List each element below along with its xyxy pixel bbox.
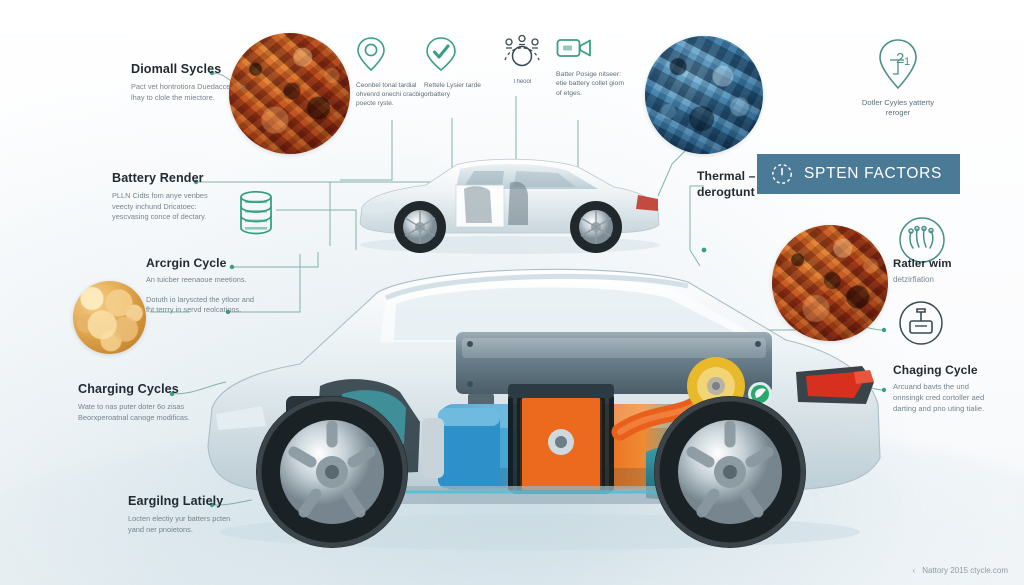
callout-title: Charging Cycles <box>78 382 179 396</box>
callout-body: detzirfiation <box>893 275 934 284</box>
top-icon-caption-2: Theool <box>512 79 532 85</box>
callout-title: Arcrgin Cycle <box>146 256 227 270</box>
callout-arcrgin-cycle: Arcrgin Cycle An tuicber reenaoue meetio… <box>146 256 258 316</box>
database-stack-icon <box>240 190 272 235</box>
svg-text:1: 1 <box>904 56 910 68</box>
callout-body: Arcuand bavts the und onnsingk cred cort… <box>893 382 985 413</box>
clock-icon <box>772 164 792 184</box>
top-icon-text-4: Dotler Cyyles yatterty reroger <box>861 98 935 118</box>
callout-title: Diomall Sycles <box>131 62 222 76</box>
footer-text: Nattory 2015 ctycle.com <box>922 566 1008 575</box>
callout-battery-render: Battery Render PLLN Cidts fom anye venbe… <box>112 171 222 223</box>
video-camera-icon <box>556 39 591 57</box>
callout-charging-cycles: Charging Cycles Wate to nas puter doter … <box>78 382 192 423</box>
battery-hands-icon <box>899 217 945 263</box>
spten-factors-badge[interactable]: SPTEN FACTORS <box>757 154 961 194</box>
top-icon-note-4: 2 1 Dotler Cyyles yatterty reroger <box>852 38 944 119</box>
callout-body: An tuicber reenaoue meetions. <box>146 275 247 284</box>
top-icon-text-1: Rettele Lysier tarde orbattery <box>424 82 481 99</box>
callout-body: Wate to nas puter doter 6o zisas Beorxpe… <box>78 402 190 422</box>
top-icon-text-3: Batter Posige nitseer: etie battery coll… <box>556 71 625 97</box>
crumb-texture <box>73 281 146 354</box>
pin-2-icon: 2 1 <box>879 39 917 90</box>
callout-body: PLLN Cidts fom anye venbes veecty inchun… <box>112 191 208 222</box>
top-icon-note-2: Theool <box>492 34 552 85</box>
callout-title: Thermal – derogtunt <box>697 169 756 200</box>
svg-text:2: 2 <box>896 50 904 67</box>
photo-steel-top <box>645 36 763 154</box>
photo-copper-right <box>772 225 888 341</box>
ev-cutaway <box>207 268 881 550</box>
callout-batter-wim: Ratler wim detzirfiation <box>893 258 989 285</box>
top-icon-text-0: Ceonbel tonal tardial ohvenrd onechi cra… <box>356 82 425 108</box>
callout-body: Locten electiy yur batters pcten yand ne… <box>128 514 231 534</box>
check-shield-icon <box>426 37 456 72</box>
charger-plug-icon <box>899 301 943 345</box>
callout-title: Chaging Cycle <box>893 363 978 377</box>
callout-body: Pact vet hontrotiora Duedacce thax lhay … <box>131 82 247 102</box>
callout-chaging-cycle: Chaging Cycle Arcuand bavts the und onns… <box>893 363 997 414</box>
sedan-white <box>359 158 660 254</box>
callout-diomall-sycles: Diomall Sycles Pact vet hontrotiora Dued… <box>131 62 249 103</box>
top-icon-note-3: Batter Posige nitseer: etie battery coll… <box>556 36 632 98</box>
top-icon-note-1: Rettele Lysier tarde orbattery <box>424 36 506 99</box>
callout-body2: Dotuth io laryscted the ytloor and fht t… <box>146 294 255 315</box>
photo-crumb-left <box>73 281 146 354</box>
footer: ‹ Nattory 2015 ctycle.com <box>913 566 1008 575</box>
people-gear-icon <box>504 34 540 67</box>
map-pin-icon <box>357 37 385 72</box>
callout-title: Eargilng Latiely <box>128 494 224 508</box>
footer-chevron-icon: ‹ <box>912 566 916 575</box>
callout-title: Ratler wim <box>893 258 952 270</box>
copper-machinery-texture-2 <box>772 225 888 341</box>
callout-earging-lately: Eargilng Latiely Locten electiy yur batt… <box>128 494 232 535</box>
callout-thermal-derogtunt: Thermal – derogtunt <box>697 168 771 201</box>
callout-title: Battery Render <box>112 171 204 185</box>
badge-label: SPTEN FACTORS <box>804 165 943 182</box>
copper-machinery-texture <box>229 33 350 154</box>
steel-machinery-texture <box>645 36 763 154</box>
top-icon-note-0: Ceonbel tonal tardial ohvenrd onechi cra… <box>356 36 442 108</box>
photo-copper-top <box>229 33 350 154</box>
